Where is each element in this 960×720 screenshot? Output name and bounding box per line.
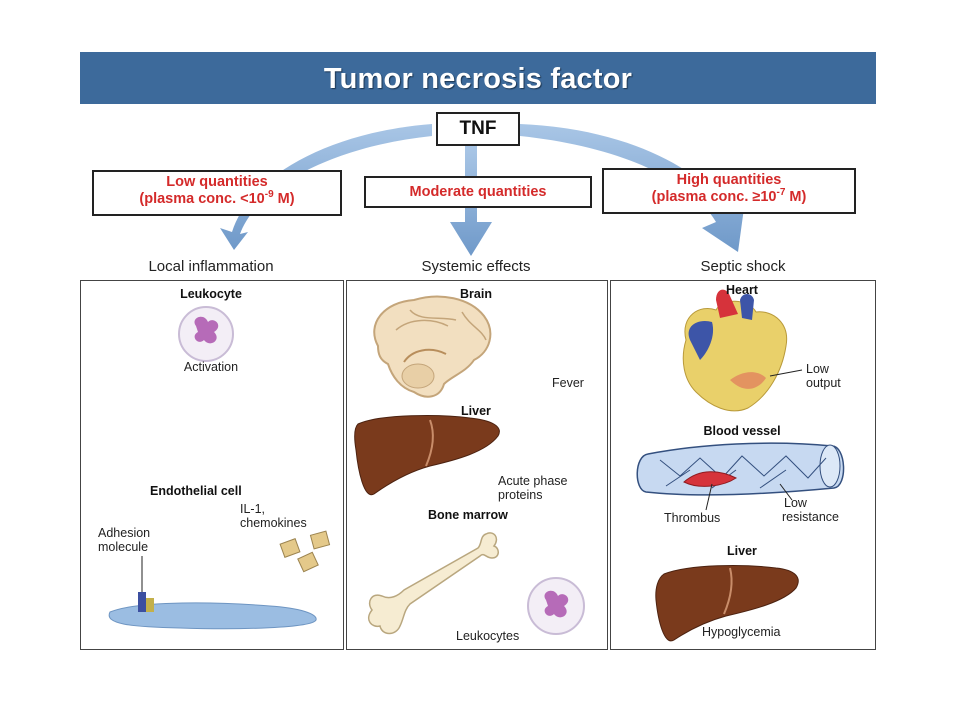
label-endothelial-cell: Endothelial cell (150, 484, 242, 498)
page-title: Tumor necrosis factor (323, 63, 633, 95)
title-bar (80, 52, 876, 104)
label-leukocytes: Leukocytes (456, 629, 520, 643)
label-liver-septic: Liver (727, 544, 757, 558)
label-hypoglycemia: Hypoglycemia (702, 625, 781, 639)
label-low-output-2: output (806, 376, 841, 390)
high-quantities-box: High quantities (plasma conc. ≥10-7 M) (602, 168, 856, 214)
low-quantities-conc: (plasma conc. <10-9 M) (139, 189, 295, 207)
label-acute-phase: Acute phase (498, 474, 568, 488)
label-brain: Brain (460, 287, 492, 301)
label-activation: Activation (183, 360, 239, 374)
label-heart: Heart (726, 283, 758, 297)
low-quantities-label: Low quantities (166, 174, 268, 190)
low-quantities-box: Low quantities (plasma conc. <10-9 M) (92, 170, 342, 216)
label-leukocyte: Leukocyte (180, 287, 242, 301)
brain-icon (373, 295, 492, 398)
label-fever: Fever (552, 376, 584, 390)
label-low-output-1: Low (806, 362, 829, 376)
liver-septic-icon (655, 565, 799, 642)
liver-icon (354, 415, 500, 496)
moderate-quantities-box: Moderate quantities (364, 176, 592, 208)
label-low-resistance-1: Low (784, 496, 807, 510)
bone-icon (368, 532, 499, 635)
chemokine-icon (279, 530, 331, 573)
label-chemokines: chemokines (240, 516, 307, 530)
label-il1: IL-1, (240, 502, 266, 516)
high-quantities-label: High quantities (676, 172, 782, 188)
label-low-resistance-2: resistance (782, 510, 839, 524)
leukocytes-icon (527, 577, 585, 635)
label-molecule: molecule (98, 540, 149, 554)
label-thrombus: Thrombus (664, 511, 721, 525)
label-proteins: proteins (498, 488, 543, 502)
blood-vessel-icon (636, 442, 845, 511)
heart-icon (682, 289, 803, 412)
tnf-box: TNF (436, 112, 520, 146)
label-adhesion: Adhesion (98, 526, 151, 540)
leukocyte-icon (178, 306, 234, 362)
label-bone-marrow: Bone marrow (428, 508, 508, 522)
label-blood-vessel: Blood vessel (703, 424, 781, 438)
heading-local-inflammation: Local inflammation (148, 258, 274, 275)
high-quantities-conc: (plasma conc. ≥10-7 M) (651, 187, 807, 205)
label-liver-systemic: Liver (461, 404, 491, 418)
endothelial-cell-icon (108, 556, 317, 630)
heading-septic-shock: Septic shock (700, 258, 786, 275)
heading-systemic-effects: Systemic effects (421, 258, 531, 275)
